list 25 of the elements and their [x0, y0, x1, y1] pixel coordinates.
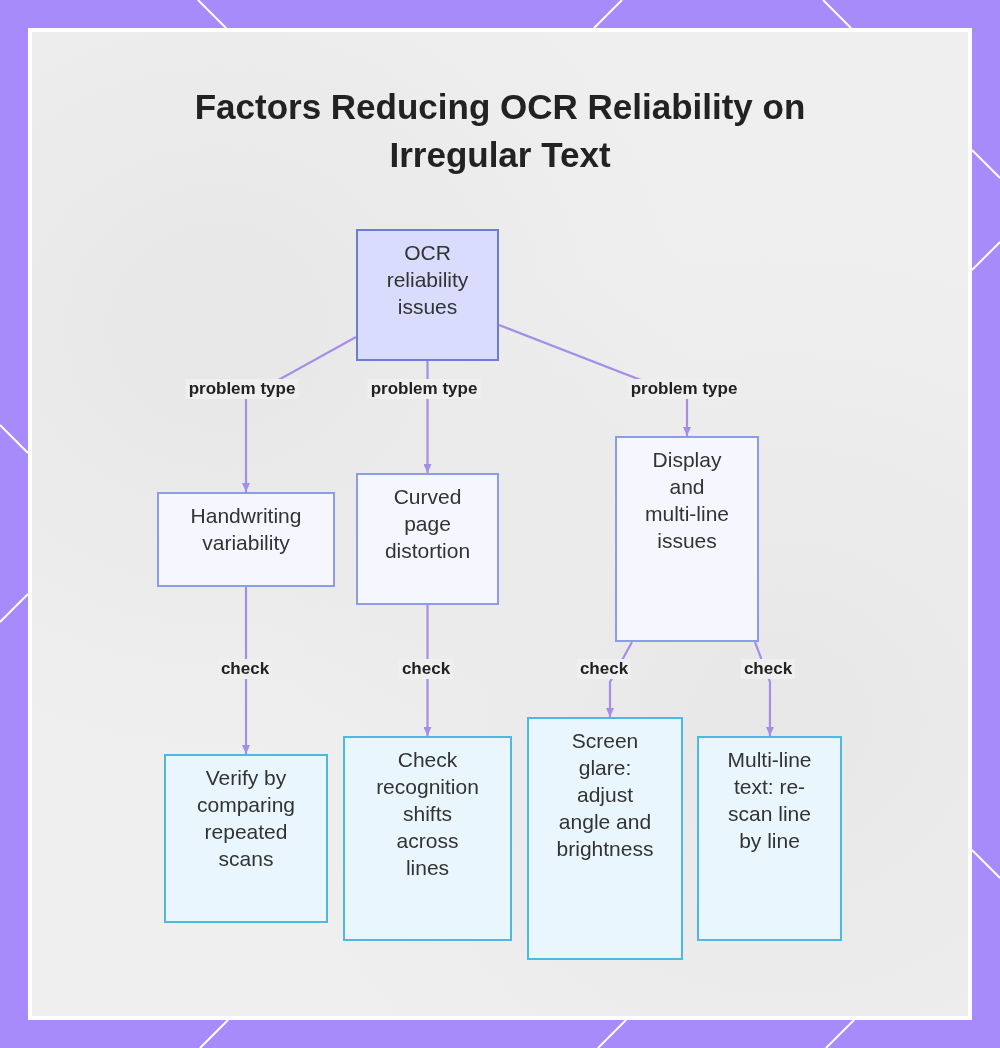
- edge-label: check: [398, 659, 454, 679]
- edge-label: check: [740, 659, 796, 679]
- node-text: Check recognition shifts across lines: [375, 747, 480, 881]
- connector-arrow: [423, 605, 432, 736]
- action-box: [697, 736, 842, 941]
- connector-arrow: [242, 587, 250, 754]
- node-text: OCR reliability issues: [385, 240, 470, 320]
- action-box: [343, 736, 512, 941]
- edge-label: problem type: [185, 379, 299, 399]
- problem-type-box: [615, 436, 759, 642]
- node-text: Verify by comparing repeated scans: [195, 765, 297, 872]
- node-text: Curved page distortion: [383, 484, 472, 564]
- action-box: [164, 754, 328, 923]
- node-text: Multi-line text: re-scan line by line: [726, 747, 813, 854]
- edge-label: check: [576, 659, 632, 679]
- action-box: [527, 717, 683, 960]
- root-issue-box: [356, 229, 499, 361]
- node-text: Screen glare: adjust angle and brightness: [555, 728, 655, 862]
- problem-type-box: [157, 492, 335, 587]
- title: Factors Reducing OCR Reliability on Irregular Text: [193, 86, 807, 176]
- node-text: Handwriting variability: [189, 503, 303, 556]
- problem-type-box: [356, 473, 499, 605]
- connector-arrow: [423, 361, 432, 473]
- node-text: Display and multi-line issues: [644, 447, 730, 554]
- edge-label: problem type: [367, 379, 481, 399]
